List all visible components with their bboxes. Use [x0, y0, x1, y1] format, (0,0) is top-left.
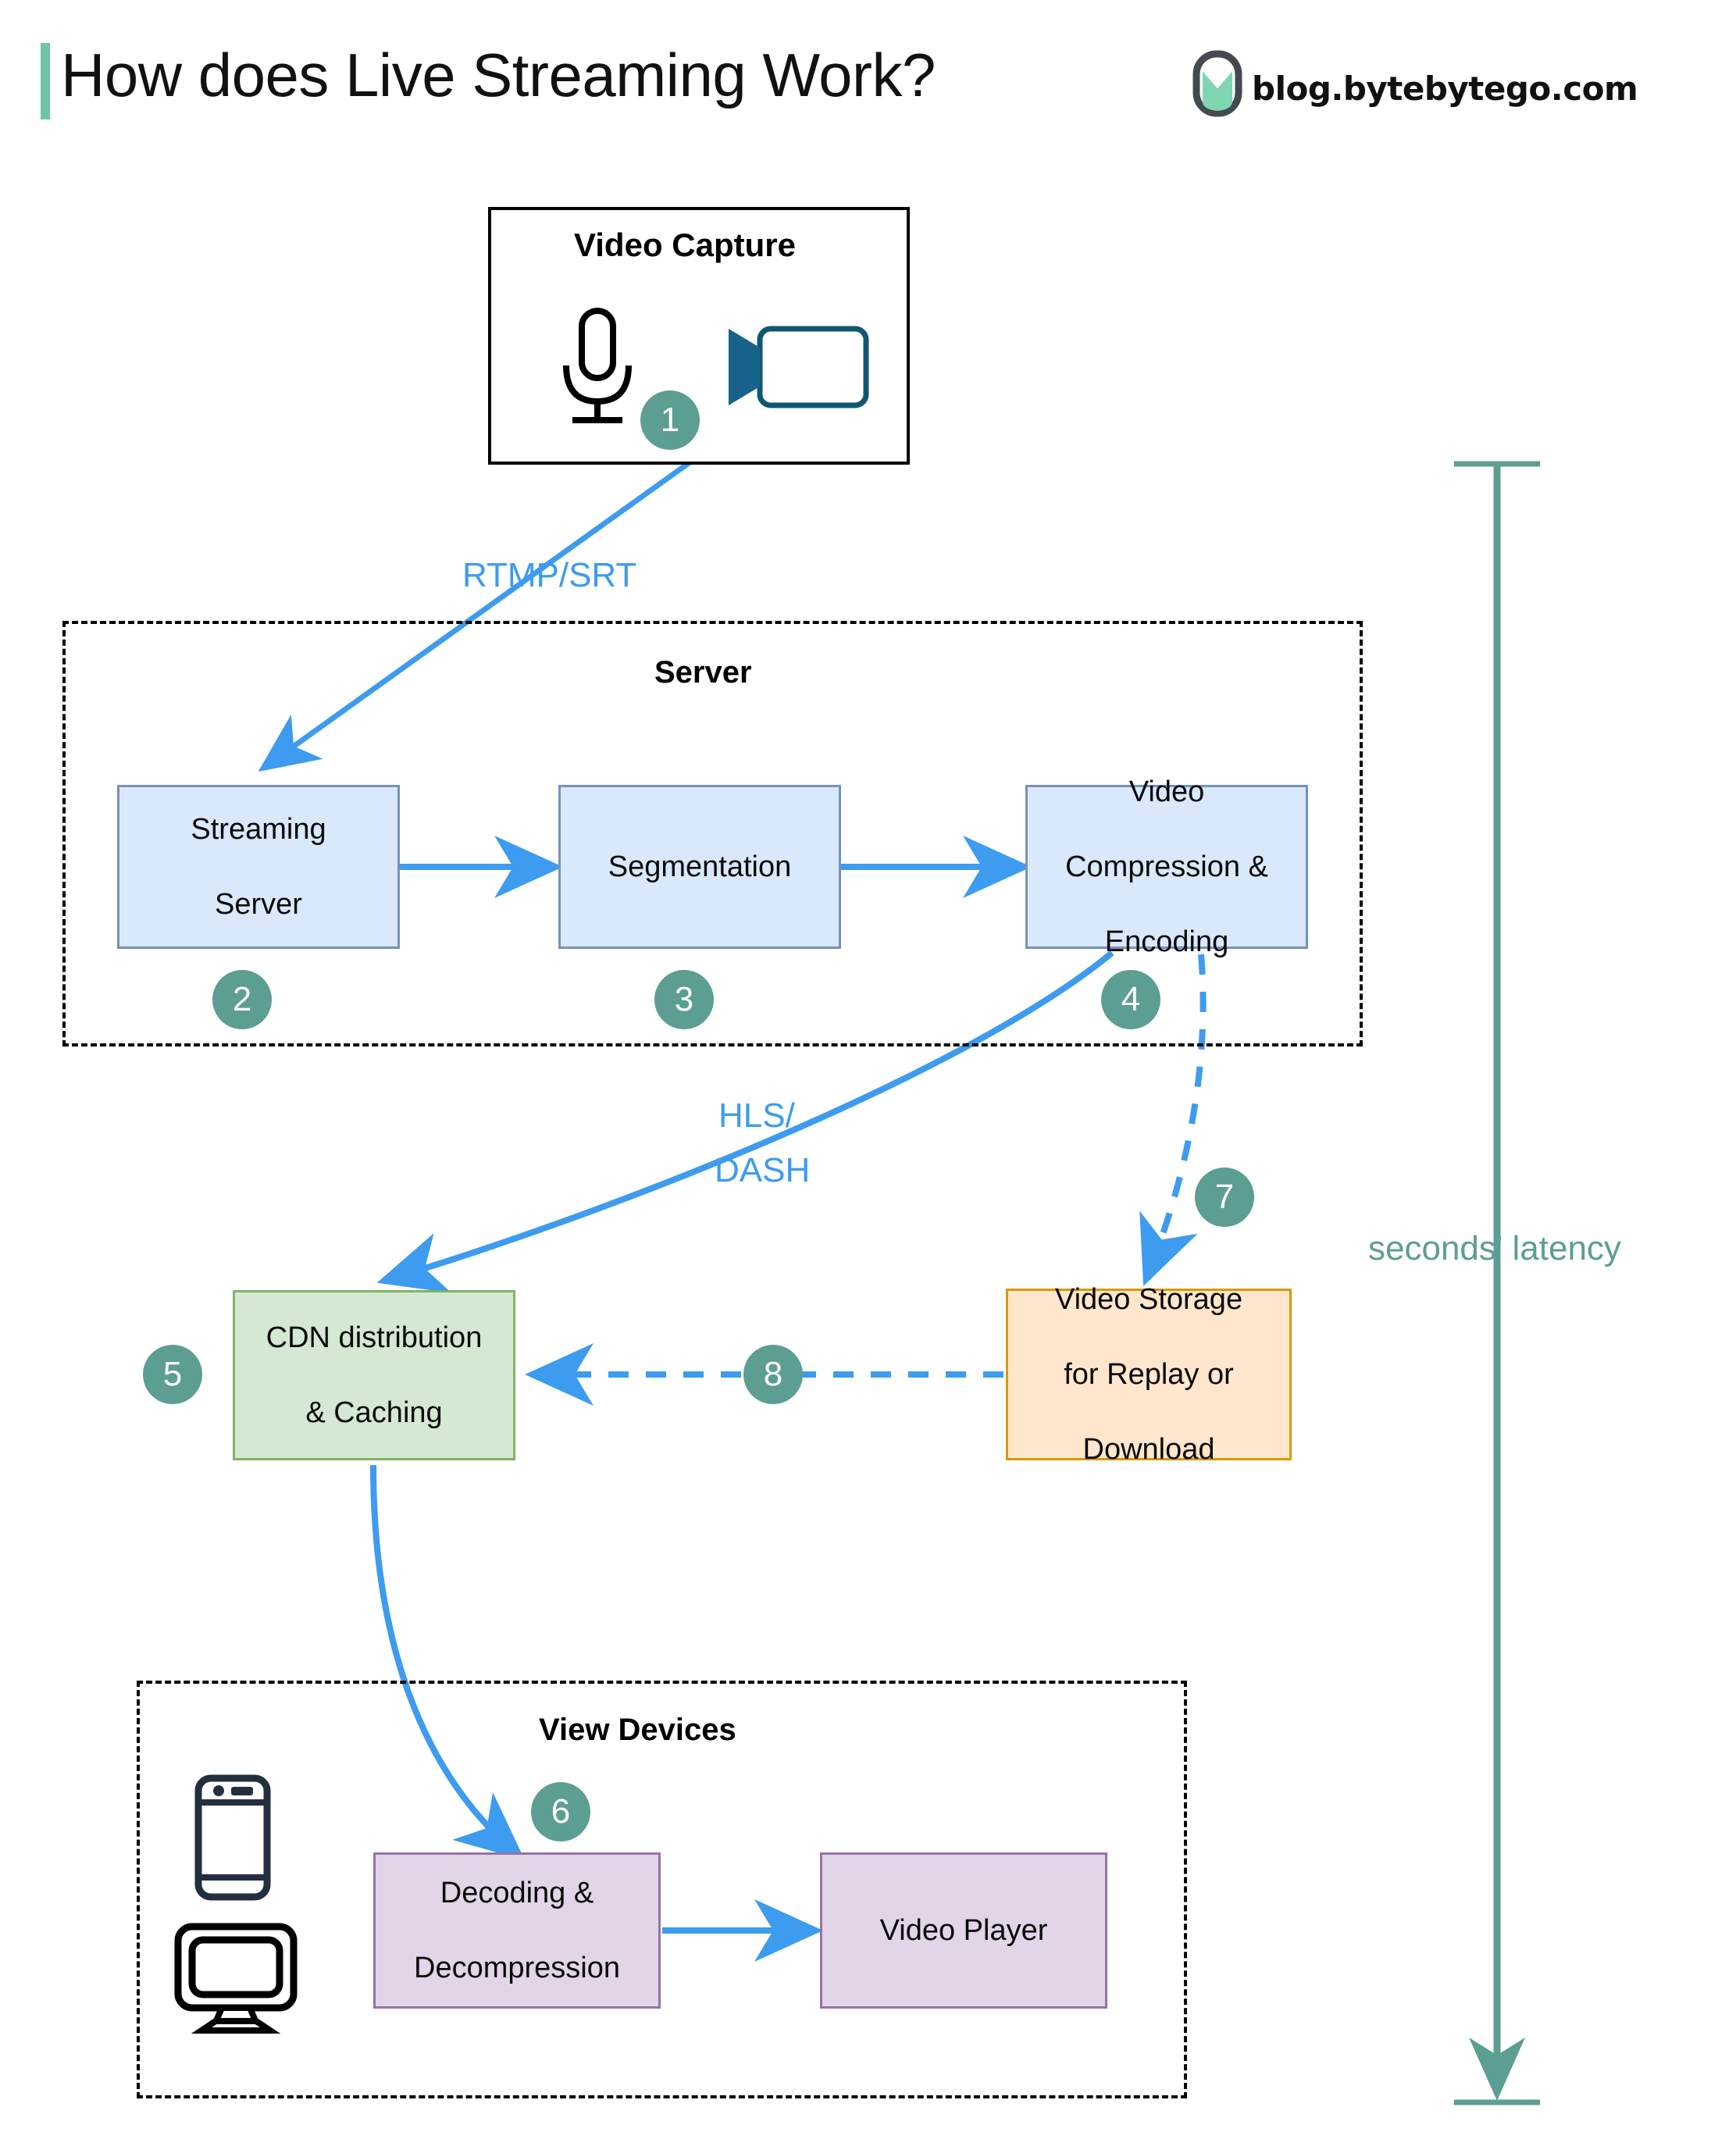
video-compression-line3: Encoding: [1104, 925, 1229, 958]
video-storage-box[interactable]: Video Storage for Replay or Download: [1006, 1283, 1292, 1466]
decoding-line1: Decoding &: [440, 1877, 594, 1909]
segmentation-label: Segmentation: [608, 850, 792, 883]
video-player-label: Video Player: [879, 1914, 1048, 1947]
view-devices-group: [137, 1681, 1187, 2098]
step-badge-4: 4: [1101, 970, 1160, 1029]
cdn-line2: & Caching: [305, 1396, 443, 1429]
bytebytego-logo-icon: [1192, 50, 1242, 117]
video-player-box[interactable]: Video Player: [820, 1852, 1107, 2009]
streaming-server-line2: Server: [215, 888, 302, 921]
video-storage-line3: Download: [1082, 1433, 1215, 1466]
microphone-icon: [563, 308, 632, 423]
page-title: How does Live Streaming Work?: [61, 41, 936, 109]
video-storage-line1: Video Storage: [1054, 1283, 1243, 1316]
video-storage-line2: for Replay or: [1064, 1358, 1234, 1391]
title-accent-bar: [41, 43, 50, 119]
cdn-box[interactable]: CDN distribution & Caching: [233, 1290, 515, 1460]
step-badge-1: 1: [640, 390, 700, 450]
cdn-line1: CDN distribution: [266, 1321, 483, 1354]
hls-dash-edge-label-line2: DASH: [715, 1151, 811, 1189]
view-devices-group-title: View Devices: [539, 1713, 736, 1747]
step-badge-2: 2: [212, 970, 272, 1029]
rtmp-srt-edge-label: RTMP/SRT: [462, 556, 637, 594]
video-compression-line2: Compression &: [1065, 850, 1268, 883]
hls-dash-edge-label-line1: HLS/: [718, 1096, 795, 1135]
desktop-monitor-icon: [174, 1923, 298, 2034]
decoding-line2: Decompression: [414, 1952, 620, 1984]
server-group: [62, 621, 1363, 1046]
step-badge-6: 6: [531, 1782, 590, 1841]
video-camera-icon: [729, 326, 869, 408]
video-compression-line1: Video: [1128, 775, 1205, 808]
step-badge-3: 3: [654, 970, 714, 1029]
video-capture-title: Video Capture: [574, 226, 796, 263]
segmentation-box[interactable]: Segmentation: [558, 785, 841, 949]
step-badge-7: 7: [1195, 1168, 1254, 1227]
decoding-box[interactable]: Decoding & Decompression: [373, 1852, 661, 2009]
latency-label: seconds' latency: [1368, 1229, 1621, 1267]
step-badge-8: 8: [743, 1345, 803, 1404]
video-compression-box[interactable]: Video Compression & Encoding: [1025, 775, 1308, 958]
step-badge-5: 5: [143, 1345, 202, 1404]
mobile-phone-icon: [194, 1774, 271, 1901]
brand-label: blog.bytebytego.com: [1252, 70, 1638, 108]
streaming-server-line1: Streaming: [191, 813, 326, 846]
server-group-title: Server: [654, 655, 752, 690]
streaming-server-box[interactable]: Streaming Server: [117, 785, 400, 949]
